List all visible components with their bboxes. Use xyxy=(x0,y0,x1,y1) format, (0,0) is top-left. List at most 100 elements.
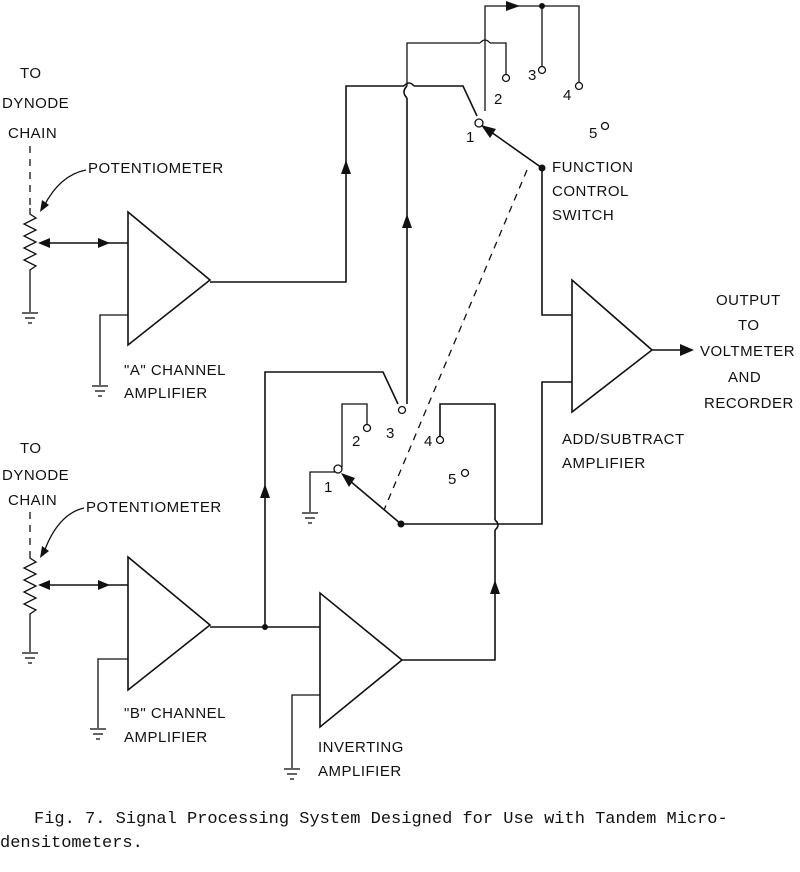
switch-top-wiper-arrow-icon xyxy=(481,125,496,138)
ground-b-amp-icon xyxy=(90,728,106,740)
wiper-a-arrow-right-icon xyxy=(98,238,110,248)
amp-b-label-line2: AMPLIFIER xyxy=(124,729,208,746)
inverting-output-hop xyxy=(494,519,499,531)
switch-top-pos5-label: 5 xyxy=(589,125,598,142)
amplifier-b-triangle xyxy=(127,555,212,692)
switch-bottom-pos2-lead xyxy=(341,403,368,467)
inverting-ground-wire xyxy=(291,694,320,768)
switch-bottom-pos1-contact xyxy=(333,464,343,474)
switch-top-pos2-lead xyxy=(406,42,480,86)
switch-top-to-adder-wire xyxy=(541,168,572,316)
output-label-line5: RECORDER xyxy=(704,395,794,412)
channel-a: TO DYNODE CHAIN POTENTIOMETER "A" CHANNE… xyxy=(2,65,478,402)
switch-top-pos2-contact xyxy=(501,73,511,83)
function-switch-label-line2: CONTROL xyxy=(552,183,629,200)
potentiometer-a-pointer-arrow-icon xyxy=(40,200,49,212)
switch-bottom-pos4-label: 4 xyxy=(424,433,433,450)
switch-bottom-wiper-arrow-icon xyxy=(341,473,355,487)
potentiometer-a-label: POTENTIOMETER xyxy=(88,160,224,177)
inverting-label-line2: AMPLIFIER xyxy=(318,763,402,780)
amplifier-b-ground-wire xyxy=(97,658,128,728)
output-label-line3: VOLTMETER xyxy=(700,343,795,360)
signal-processing-diagram: TO DYNODE CHAIN POTENTIOMETER "A" CHANNE… xyxy=(2,1,795,780)
switch-bottom-pos1-label: 1 xyxy=(324,479,333,496)
switch-top-wiper-arm xyxy=(483,126,543,169)
switch-top-pos3-contact xyxy=(537,65,547,75)
to-dynode-b-line1: TO xyxy=(20,440,42,457)
switch-top-pos2-label: 2 xyxy=(494,91,503,108)
ground-b-pot-icon xyxy=(22,652,38,664)
switch-top-pos3-label: 3 xyxy=(528,67,537,84)
switch-top-pos4-label: 4 xyxy=(563,87,572,104)
ground-inverting-icon xyxy=(284,768,300,780)
to-dynode-a-line3: CHAIN xyxy=(8,125,57,142)
amplifier-a-ground-wire xyxy=(99,314,128,385)
output-label-line2: TO xyxy=(738,317,760,334)
amplifier-a-triangle xyxy=(127,210,212,347)
function-control-switch-bottom: 1 2 3 4 5 xyxy=(302,381,572,528)
potentiometer-b-pointer-arrow-icon xyxy=(40,546,49,558)
function-switch-label-line1: FUNCTION xyxy=(552,159,634,176)
ground-a-amp-icon xyxy=(92,385,108,397)
switch-top-bus-arrow-icon xyxy=(506,1,520,11)
to-dynode-b-line2: DYNODE xyxy=(2,467,69,484)
amp-a-output-wire-end xyxy=(414,85,478,117)
switch-bottom-pos3-label: 3 xyxy=(386,425,395,442)
channel-b: TO DYNODE CHAIN POTENTIOMETER "B" CHANNE… xyxy=(2,371,500,780)
add-subtract-amplifier: OUTPUT TO VOLTMETER AND RECORDER ADD/SUB… xyxy=(562,278,795,472)
amp-b-to-switch-bottom-pos3 xyxy=(264,371,399,627)
inverting-output-arrow-icon xyxy=(490,580,500,594)
switch-bottom-pos5-contact xyxy=(460,468,470,478)
amp-a-output-wire xyxy=(210,85,404,283)
output-label-line1: OUTPUT xyxy=(716,292,781,309)
wiper-b-arrow-left-icon xyxy=(38,580,50,590)
figure-caption: Fig. 7. Signal Processing System Designe… xyxy=(0,808,800,856)
to-dynode-a-line1: TO xyxy=(20,65,42,82)
switch-top-pos4-contact xyxy=(574,81,584,91)
switch-top-pos1-label: 1 xyxy=(466,129,475,146)
inverting-amplifier-triangle xyxy=(319,591,404,729)
switch-bottom-pos3-contact xyxy=(397,405,407,415)
amp-b-label-line1: "B" CHANNEL xyxy=(124,705,226,722)
switch-top-pos2-lead-end xyxy=(490,42,507,74)
amp-a-output-arrow-icon xyxy=(341,160,351,174)
inverting-output-wire-end xyxy=(439,403,496,520)
output-label-line4: AND xyxy=(728,369,761,386)
function-control-switch-top: 1 2 3 4 5 FUNCTION CONTROL SWITCH xyxy=(406,1,634,316)
add-subtract-label-line1: ADD/SUBTRACT xyxy=(562,431,685,448)
inverting-output-wire xyxy=(402,530,496,661)
function-switch-label-line3: SWITCH xyxy=(552,207,614,224)
potentiometer-b-resistor xyxy=(22,552,38,652)
switch-top-pos5-contact xyxy=(600,121,610,131)
switch-bottom-pos2-label: 2 xyxy=(352,433,361,450)
switch-bottom-pos4-contact xyxy=(435,435,445,445)
amp-a-output-wire-hop xyxy=(403,82,415,87)
potentiometer-a-pointer xyxy=(43,169,87,207)
wiper-a-arrow-left-icon xyxy=(38,238,50,248)
switch-bottom-to-adder-wire xyxy=(401,381,572,525)
riser-up-arrow-icon xyxy=(402,214,412,228)
switch-gang-link xyxy=(383,169,528,511)
switch-bottom-pos2-contact xyxy=(362,423,372,433)
amp-b-up-arrow-icon xyxy=(260,484,270,498)
switch-bottom-pos1-ground-lead xyxy=(309,471,337,512)
switch-bottom-pos5-label: 5 xyxy=(448,471,457,488)
caption-line1: Fig. 7. Signal Processing System Designe… xyxy=(34,810,728,829)
ground-a-pot-icon xyxy=(22,312,38,324)
switch-top-common-bus xyxy=(484,5,580,82)
wiper-b-arrow-right-icon xyxy=(98,580,110,590)
add-subtract-triangle xyxy=(571,278,654,414)
amp-a-label-line2: AMPLIFIER xyxy=(124,385,208,402)
potentiometer-a-resistor xyxy=(22,208,38,312)
add-subtract-label-line2: AMPLIFIER xyxy=(562,455,646,472)
potentiometer-b-label: POTENTIOMETER xyxy=(86,499,222,516)
switch-top-bus-junction xyxy=(539,3,545,9)
caption-line2: densitometers. xyxy=(0,834,143,853)
adder-output-arrow-icon xyxy=(680,344,694,356)
to-dynode-a-line2: DYNODE xyxy=(2,95,69,112)
switch-bottom-wiper-arm xyxy=(342,474,402,525)
potentiometer-b-pointer xyxy=(43,507,85,553)
to-dynode-b-line3: CHAIN xyxy=(8,492,57,509)
amp-a-label-line1: "A" CHANNEL xyxy=(124,362,226,379)
ground-switch-bottom-icon xyxy=(302,512,318,524)
